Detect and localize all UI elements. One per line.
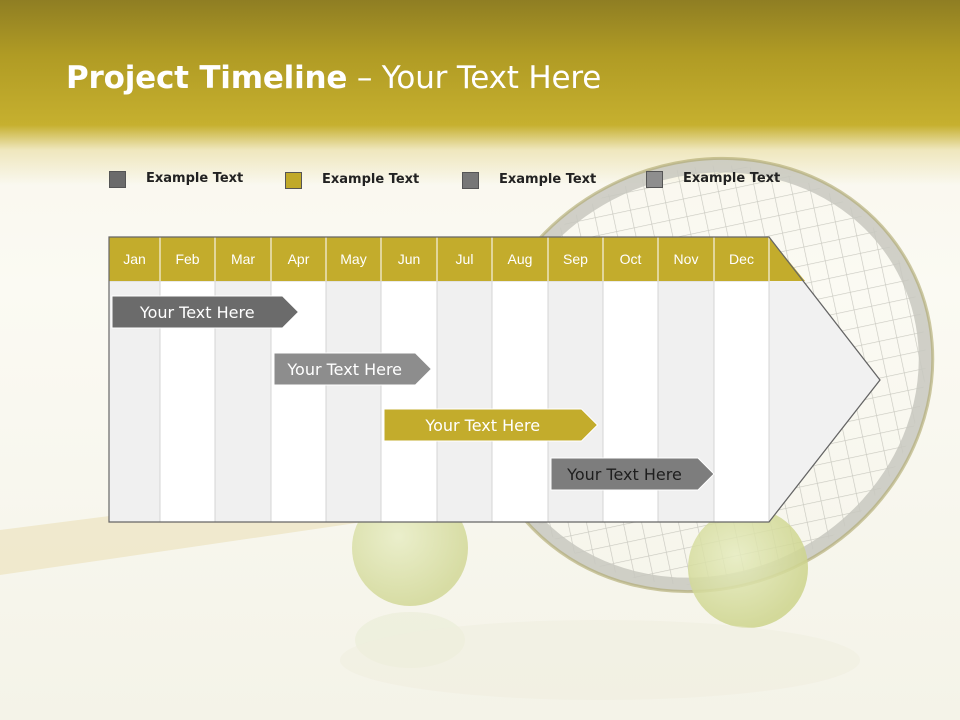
- task-arrow: [273, 352, 433, 386]
- timeline-arrow-outline: [108, 236, 881, 523]
- task-label: Your Text Here: [424, 416, 540, 435]
- legend-swatch: [462, 172, 479, 189]
- month-label-apr: Apr: [288, 251, 310, 267]
- month-label-oct: Oct: [620, 251, 642, 267]
- month-label-sep: Sep: [563, 251, 588, 267]
- task-arrow: [111, 295, 300, 329]
- month-label-may: May: [340, 251, 366, 267]
- month-label-jul: Jul: [456, 251, 474, 267]
- month-column: [380, 280, 438, 523]
- month-label-feb: Feb: [175, 251, 199, 267]
- legend-label: Example Text: [683, 171, 781, 186]
- legend-label: Example Text: [499, 172, 597, 187]
- month-column: [491, 280, 549, 523]
- legend-label: Example Text: [322, 172, 420, 187]
- month-column: [436, 280, 493, 523]
- page-title: Project Timeline – Your Text Here: [66, 60, 602, 96]
- legend-swatch: [285, 172, 302, 189]
- header-band: [0, 0, 960, 185]
- task-label: Your Text Here: [139, 303, 255, 322]
- month-column: [325, 280, 382, 523]
- month-label-nov: Nov: [674, 251, 699, 267]
- month-label-aug: Aug: [508, 251, 533, 267]
- month-column: [713, 280, 770, 523]
- task-arrow: [383, 408, 599, 442]
- task-arrow: [550, 457, 715, 491]
- legend-label: Example Text: [146, 171, 244, 186]
- task-label: Your Text Here: [566, 465, 682, 484]
- month-label-jun: Jun: [398, 251, 421, 267]
- month-header-band: [109, 237, 805, 281]
- month-label-jan: Jan: [123, 251, 146, 267]
- task-label: Your Text Here: [286, 360, 402, 379]
- legend-swatch: [646, 171, 663, 188]
- month-label-dec: Dec: [729, 251, 754, 267]
- legend-swatch: [109, 171, 126, 188]
- month-label-mar: Mar: [231, 251, 255, 267]
